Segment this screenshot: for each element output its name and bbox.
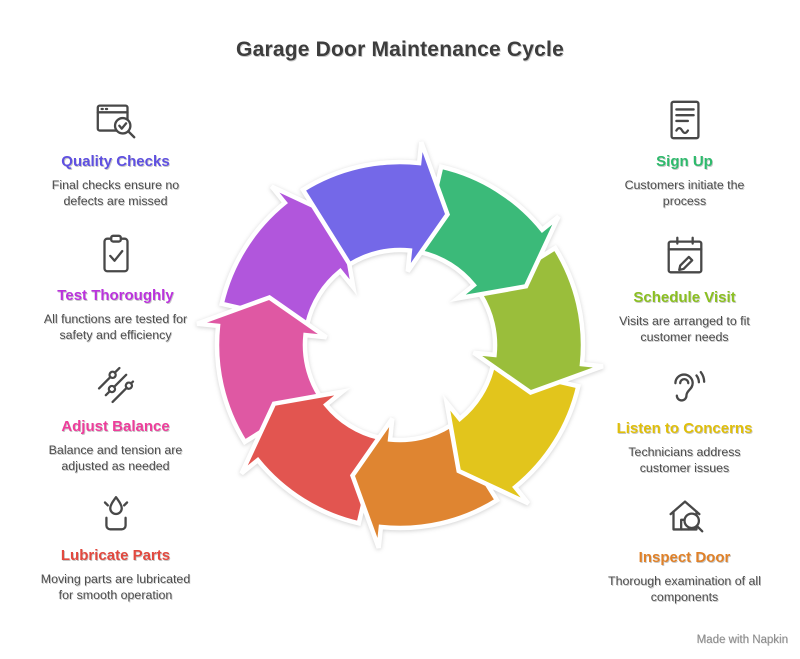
cycle-diagram (196, 141, 604, 549)
step-description: Technicians address customer issues (628, 445, 741, 476)
step-description: All functions are tested for safety and … (43, 312, 188, 343)
step-description: Thorough examination of all components (608, 574, 761, 605)
step-description: Balance and tension are adjusted as need… (48, 443, 183, 474)
step-description: Visits are arranged to fit customer need… (619, 314, 750, 345)
step-item-test-thoroughly: Test Thoroughly All functions are tested… (28, 230, 203, 344)
step-title: Inspect Door (638, 549, 731, 566)
cycle-arrow-listen-to-concerns (442, 363, 581, 506)
step-item-lubricate-parts: Lubricate Parts Moving parts are lubrica… (28, 490, 203, 604)
cycle-arrow-quality-checks (299, 141, 451, 273)
step-title: Lubricate Parts (60, 547, 171, 564)
cycle-arrow-sign-up (418, 164, 561, 303)
step-description: Moving parts are lubricated for smooth o… (40, 572, 191, 603)
oil-drop-icon (28, 490, 203, 538)
step-item-schedule-visit: Schedule Visit Visits are arranged to fi… (597, 232, 772, 346)
calendar-pencil-icon (597, 232, 772, 280)
clipboard-check-icon (28, 230, 203, 278)
step-item-sign-up: Sign Up Customers initiate the process (597, 96, 772, 210)
window-magnifier-icon (28, 96, 203, 144)
step-title: Quality Checks (61, 153, 170, 170)
signup-form-icon (597, 96, 772, 144)
house-magnifier-icon (597, 492, 772, 540)
step-item-quality-checks: Quality Checks Final checks ensure no de… (28, 96, 203, 210)
ear-icon (597, 363, 772, 411)
cycle-arrow-lubricate-parts (239, 387, 382, 526)
step-title: Listen to Concerns (616, 420, 753, 437)
step-description: Customers initiate the process (624, 178, 745, 209)
watermark: Made with Napkin (696, 634, 788, 646)
step-item-inspect-door: Inspect Door Thorough examination of all… (597, 492, 772, 606)
step-title: Adjust Balance (61, 418, 170, 435)
step-title: Schedule Visit (633, 289, 736, 306)
page-title: Garage Door Maintenance Cycle (236, 38, 564, 61)
sliders-icon (28, 361, 203, 409)
step-item-listen-to-concerns: Listen to Concerns Technicians address c… (597, 363, 772, 477)
step-title: Sign Up (656, 153, 713, 170)
step-item-adjust-balance: Adjust Balance Balance and tension are a… (28, 361, 203, 475)
step-description: Final checks ensure no defects are misse… (51, 178, 180, 209)
step-title: Test Thoroughly (57, 287, 174, 304)
